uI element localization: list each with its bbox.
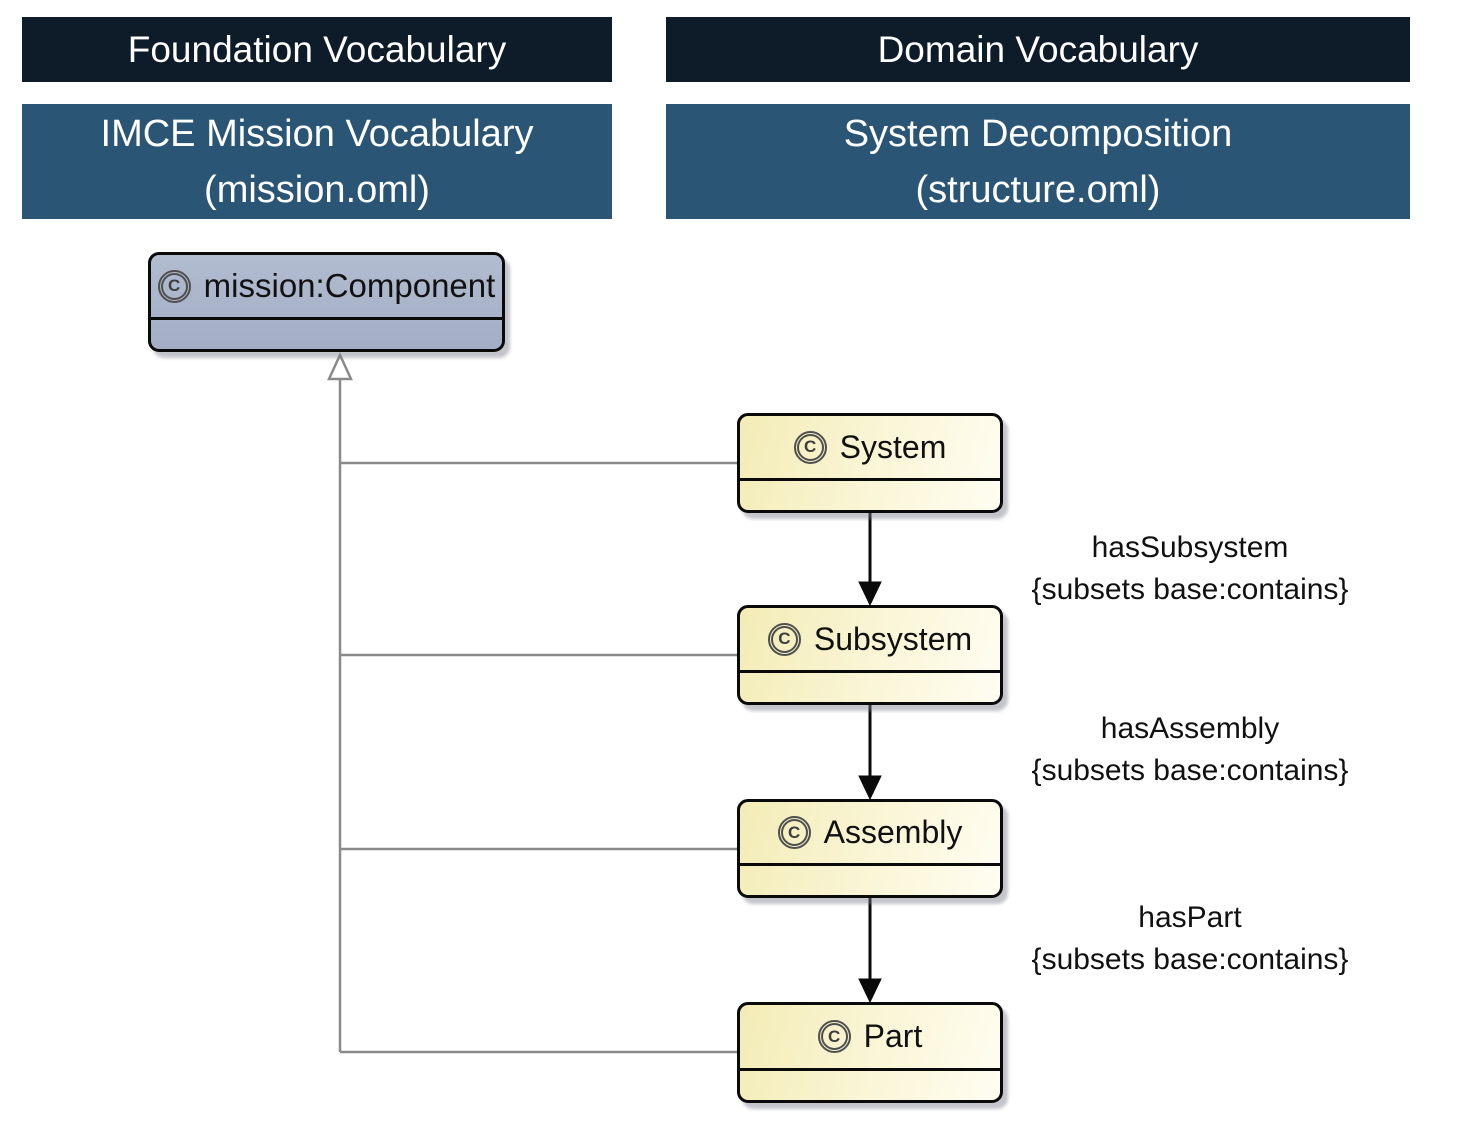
mission-vocabulary-filename: (mission.oml) bbox=[204, 168, 430, 211]
class-attributes-compartment bbox=[740, 1068, 1000, 1100]
class-attributes-compartment bbox=[740, 478, 1000, 510]
relation-name: hasPart bbox=[1138, 901, 1242, 934]
mission-vocabulary-title: IMCE Mission Vocabulary bbox=[100, 112, 534, 155]
structure-vocabulary-header: System Decomposition (structure.oml) bbox=[666, 104, 1410, 219]
class-name-row: C Assembly bbox=[740, 802, 1000, 863]
foundation-vocabulary-header: Foundation Vocabulary bbox=[22, 17, 612, 82]
arrowhead-subsystem-icon bbox=[858, 581, 882, 607]
structure-vocabulary-title: System Decomposition bbox=[843, 112, 1233, 155]
class-name-row: C System bbox=[740, 416, 1000, 478]
foundation-vocabulary-label: Foundation Vocabulary bbox=[127, 28, 507, 70]
concept-c-icon: C bbox=[817, 1020, 851, 1053]
class-name-assembly: Assembly bbox=[823, 814, 963, 850]
relation-constraint: {subsets base:contains} bbox=[1031, 573, 1349, 606]
class-name-system: System bbox=[839, 428, 947, 465]
domain-vocabulary-label: Domain Vocabulary bbox=[877, 28, 1199, 70]
class-attributes-compartment bbox=[740, 863, 1000, 895]
class-box-subsystem: C Subsystem bbox=[737, 605, 1003, 705]
relation-label-haspart: hasPart {subsets base:contains} bbox=[1000, 897, 1380, 981]
generalization-triangle-icon bbox=[327, 351, 353, 381]
relation-label-hasassembly: hasAssembly {subsets base:contains} bbox=[1000, 708, 1380, 792]
concept-c-icon: C bbox=[767, 622, 801, 656]
class-name-row: C Part bbox=[740, 1005, 1000, 1068]
class-name-part: Part bbox=[863, 1018, 923, 1054]
class-box-part: C Part bbox=[737, 1002, 1003, 1103]
containment-arrows bbox=[858, 513, 882, 1004]
relation-name: hasSubsystem bbox=[1091, 531, 1289, 564]
structure-vocabulary-filename: (structure.oml) bbox=[915, 168, 1161, 211]
concept-c-icon: C bbox=[157, 269, 191, 303]
concept-c-icon: C bbox=[793, 430, 827, 464]
class-attributes-compartment bbox=[740, 670, 1000, 702]
class-box-system: C System bbox=[737, 413, 1003, 513]
class-box-mission-component: C mission:Component bbox=[148, 252, 505, 352]
class-name-row: C Subsystem bbox=[740, 608, 1000, 670]
class-name-mission-component: mission:Component bbox=[203, 267, 496, 304]
domain-vocabulary-header: Domain Vocabulary bbox=[666, 17, 1410, 82]
class-name-row: C mission:Component bbox=[151, 255, 502, 317]
arrowhead-part-icon bbox=[858, 978, 882, 1004]
arrowhead-assembly-icon bbox=[858, 775, 882, 801]
generalization-lines bbox=[338, 379, 737, 1054]
class-attributes-compartment bbox=[151, 317, 502, 349]
relation-name: hasAssembly bbox=[1100, 712, 1280, 745]
class-name-subsystem: Subsystem bbox=[813, 620, 973, 657]
relation-label-hassubsystem: hasSubsystem {subsets base:contains} bbox=[1000, 527, 1380, 611]
mission-vocabulary-header: IMCE Mission Vocabulary (mission.oml) bbox=[22, 104, 612, 219]
relation-constraint: {subsets base:contains} bbox=[1031, 754, 1349, 787]
relation-constraint: {subsets base:contains} bbox=[1031, 943, 1349, 976]
class-box-assembly: C Assembly bbox=[737, 799, 1003, 898]
concept-c-icon: C bbox=[777, 816, 811, 849]
